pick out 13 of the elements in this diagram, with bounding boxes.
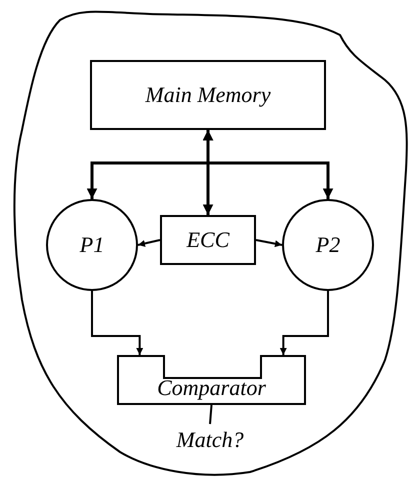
connector-arrow bbox=[280, 291, 329, 355]
connector-arrow bbox=[138, 239, 160, 247]
node-label: P1 bbox=[80, 232, 104, 258]
ecc-box bbox=[160, 215, 256, 265]
memory-box bbox=[90, 60, 326, 130]
node-label: ECC bbox=[186, 227, 230, 253]
node-label: P2 bbox=[316, 232, 340, 258]
node-label: Comparator bbox=[157, 375, 266, 401]
connector-arrow bbox=[91, 291, 144, 355]
output-text: Match? bbox=[176, 427, 244, 453]
node-label: Main Memory bbox=[145, 82, 271, 108]
connector-arrow bbox=[256, 239, 282, 248]
connector-arrow bbox=[202, 130, 334, 199]
